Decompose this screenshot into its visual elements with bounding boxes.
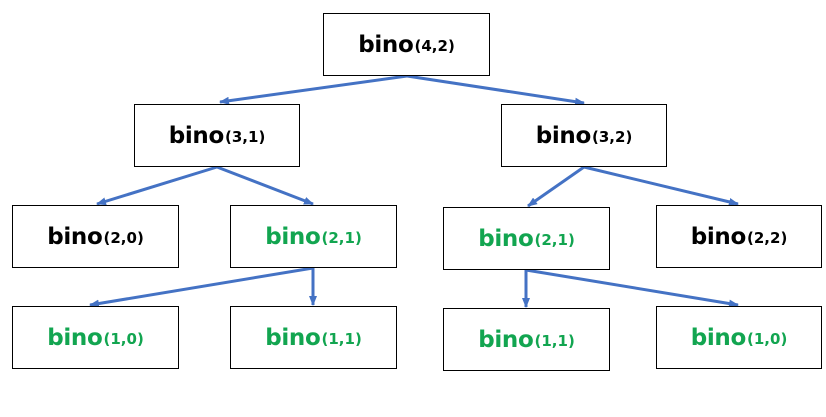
node-arguments: (1,0)	[747, 329, 788, 348]
edge-root-l1	[219, 74, 408, 105]
edge-l1-lr	[216, 165, 314, 206]
node-arguments: (2,0)	[103, 228, 144, 247]
node-bino-2-0: bino(2,0)	[12, 205, 179, 268]
node-function-name: bino	[47, 223, 103, 250]
edge-lr-lrl	[89, 266, 314, 308]
node-arguments: (2,1)	[321, 228, 362, 247]
node-bino-1-1-left: bino(1,1)	[230, 306, 397, 369]
node-arguments: (3,2)	[592, 127, 633, 146]
node-bino-3-1: bino(3,1)	[134, 104, 300, 167]
node-arguments: (4,2)	[414, 36, 455, 55]
node-bino-3-2: bino(3,2)	[501, 104, 667, 167]
node-arguments: (2,2)	[747, 228, 788, 247]
node-bino-2-1-right: bino(2,1)	[443, 207, 610, 270]
node-bino-1-0-left: bino(1,0)	[12, 306, 179, 369]
node-arguments: (1,1)	[534, 331, 575, 350]
node-function-name: bino	[265, 324, 321, 351]
node-function-name: bino	[478, 326, 534, 353]
node-function-name: bino	[168, 122, 225, 149]
node-function-name: bino	[478, 225, 534, 252]
node-bino-1-1-right: bino(1,1)	[443, 308, 610, 371]
node-function-name: bino	[690, 223, 747, 250]
node-function-name: bino	[690, 324, 747, 351]
edge-r1-rr	[583, 165, 739, 206]
edge-l1-ll	[96, 165, 218, 206]
node-function-name: bino	[535, 122, 592, 149]
edge-rl-rlr	[525, 268, 739, 308]
node-function-name: bino	[358, 31, 414, 58]
edge-root-r1	[406, 74, 585, 106]
node-arguments: (2,1)	[534, 230, 575, 249]
node-bino-1-0-right: bino(1,0)	[656, 306, 822, 369]
edge-r1-rl	[527, 165, 585, 208]
node-arguments: (3,1)	[225, 127, 266, 146]
node-function-name: bino	[265, 223, 321, 250]
node-function-name: bino	[47, 324, 103, 351]
node-bino-4-2: bino(4,2)	[323, 13, 490, 76]
node-arguments: (1,0)	[103, 329, 144, 348]
node-bino-2-2: bino(2,2)	[656, 205, 822, 268]
node-arguments: (1,1)	[321, 329, 362, 348]
node-bino-2-1-left: bino(2,1)	[230, 205, 397, 268]
